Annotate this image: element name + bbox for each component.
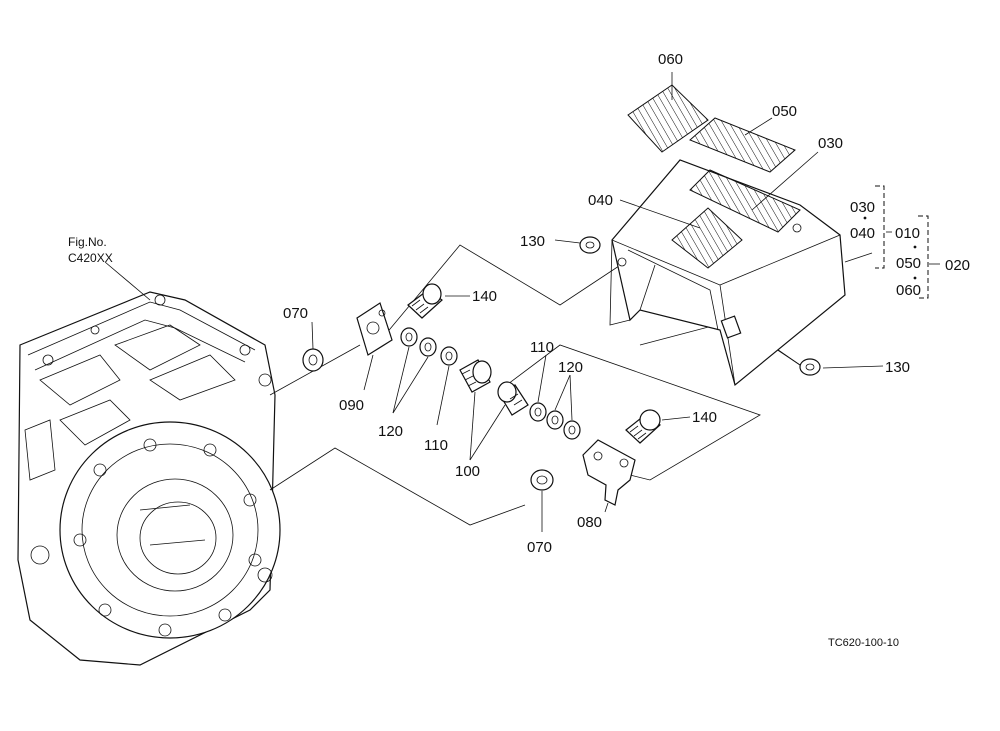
washer-070-upper: [302, 348, 324, 372]
callout-140-lower: 140: [692, 409, 717, 426]
callout-120-upper: 120: [378, 423, 403, 440]
group-050: 050: [896, 255, 921, 272]
small-parts: [302, 236, 821, 506]
callout-120-lower: 120: [558, 359, 583, 376]
callout-050: 050: [772, 103, 797, 120]
callout-130-lower: 130: [885, 359, 910, 376]
label-030: [689, 169, 801, 233]
washer-110-upper: [440, 346, 458, 366]
drawing-code: TC620-100-10: [828, 637, 899, 649]
callout-070-upper: 070: [283, 305, 308, 322]
washer-120-upper-b: [419, 337, 437, 357]
washer-120-lower-b: [563, 420, 581, 440]
assembly-group-brackets: [863, 185, 940, 299]
group-020: 020: [945, 257, 970, 274]
fig-ref-line1: Fig.No.: [68, 235, 107, 249]
decal-labels: [627, 84, 801, 269]
label-040: [671, 207, 743, 269]
callout-030: 030: [818, 135, 843, 152]
callout-140-upper: 140: [472, 288, 497, 305]
label-050: [689, 117, 796, 173]
callout-070-lower: 070: [527, 539, 552, 556]
callout-leaders: [311, 72, 884, 532]
callout-090: 090: [339, 397, 364, 414]
group-060: 060: [896, 282, 921, 299]
fig-ref-line2: C420XX: [68, 251, 113, 265]
callout-080: 080: [577, 514, 602, 531]
plate-090: [356, 302, 393, 356]
bracket-080: [582, 439, 636, 506]
callout-110-upper: 110: [424, 437, 448, 454]
group-040: 040: [850, 225, 875, 242]
group-010: 010: [895, 225, 920, 242]
callout-130-upper: 130: [520, 233, 545, 250]
fitting-140-lower: [625, 409, 661, 444]
callout-100: 100: [455, 463, 480, 480]
label-060: [627, 84, 709, 153]
callout-labels: Fig.No. C420XX 060 050 030 040 130 130 1…: [68, 51, 970, 649]
bolt-100-lower: [497, 381, 529, 416]
nut-130-lower: [799, 358, 821, 376]
bolt-100-upper: [459, 359, 492, 393]
washer-120-upper: [400, 327, 418, 347]
callout-040: 040: [588, 192, 613, 209]
washer-110-lower: [529, 402, 547, 422]
callout-110-lower: 110: [530, 339, 554, 356]
fitting-140-upper: [407, 283, 443, 319]
washer-120-lower: [546, 410, 564, 430]
engine-housing: [17, 291, 281, 666]
callout-060: 060: [658, 51, 683, 68]
nut-130-upper: [579, 236, 601, 254]
assembly-leader-lines: [104, 244, 801, 526]
washer-070-lower: [530, 469, 554, 491]
group-030: 030: [850, 199, 875, 216]
